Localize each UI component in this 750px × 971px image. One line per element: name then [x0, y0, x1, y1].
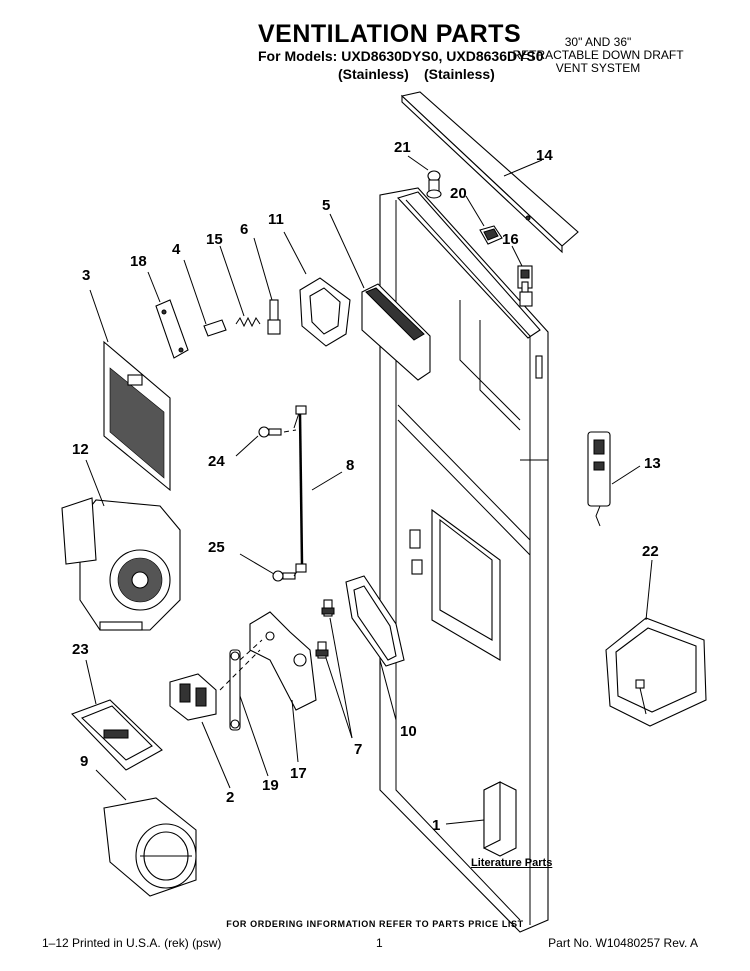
- leader-lines: [85, 155, 653, 825]
- part-7-clips[interactable]: [315, 599, 335, 659]
- callout-2: 2: [226, 789, 234, 806]
- part-24-screw[interactable]: [258, 426, 282, 438]
- system-description: 30" AND 36" RETRACTABLE DOWN DRAFT VENT …: [498, 36, 698, 75]
- callout-7: 7: [354, 741, 362, 758]
- system-line-2: RETRACTABLE DOWN DRAFT: [512, 48, 684, 62]
- callout-20: 20: [450, 185, 467, 202]
- part-number: Part No. W10480257 Rev. A: [548, 936, 698, 950]
- callout-14: 14: [536, 147, 553, 164]
- variant-label-2: (Stainless): [424, 66, 495, 82]
- callout-11: 11: [268, 211, 284, 228]
- literature-parts-label: Literature Parts: [471, 857, 553, 869]
- part-21-knob[interactable]: [426, 170, 442, 199]
- part-4-latch[interactable]: [203, 319, 227, 337]
- callout-5: 5: [322, 197, 330, 214]
- part-18-plate[interactable]: [155, 299, 189, 359]
- part-1-literature[interactable]: [483, 781, 517, 857]
- callout-23: 23: [72, 641, 89, 658]
- part-25-screw[interactable]: [272, 570, 296, 582]
- callout-4: 4: [172, 241, 181, 258]
- variant-label-1: (Stainless): [338, 66, 409, 82]
- part-9-duct-adapter[interactable]: [103, 797, 197, 897]
- callout-16: 16: [502, 231, 519, 248]
- callout-8: 8: [346, 457, 354, 474]
- part-16-switch[interactable]: [517, 265, 533, 293]
- part-20-clip[interactable]: [479, 225, 503, 245]
- part-13-control[interactable]: [587, 431, 611, 527]
- page-number: 1: [376, 936, 383, 950]
- part-22-cover[interactable]: [605, 617, 707, 727]
- part-12-blower[interactable]: [61, 497, 181, 631]
- system-line-3: VENT SYSTEM: [555, 61, 641, 75]
- callout-22: 22: [642, 543, 659, 560]
- callout-3: 3: [82, 267, 90, 284]
- part-11-mount[interactable]: [299, 277, 351, 347]
- print-info: 1–12 Printed in U.S.A. (rek) (psw): [42, 936, 222, 950]
- model-numbers: For Models: UXD8630DYS0, UXD8636DYS0: [258, 48, 544, 64]
- callout-15: 15: [206, 231, 223, 248]
- part-23-housing[interactable]: [71, 699, 163, 771]
- callout-25: 25: [208, 539, 225, 556]
- part-3-filter[interactable]: [103, 340, 171, 492]
- part-14-trim[interactable]: [400, 91, 579, 254]
- callout-13: 13: [644, 455, 661, 472]
- part-6-pin[interactable]: [267, 299, 281, 335]
- system-line-1: 30" AND 36": [564, 35, 632, 49]
- callout-numbers: 21 14 20 5 11 6 16 15 4 18 3 12 24 8 13 …: [72, 139, 661, 834]
- callout-19: 19: [262, 777, 279, 794]
- page-title: VENTILATION PARTS: [258, 20, 522, 48]
- callout-17: 17: [290, 765, 307, 782]
- ordering-note: FOR ORDERING INFORMATION REFER TO PARTS …: [226, 919, 524, 929]
- callout-10: 10: [400, 723, 417, 740]
- part-8-rod[interactable]: [293, 405, 307, 573]
- callout-12: 12: [72, 441, 89, 458]
- part-15-spring[interactable]: [235, 316, 261, 328]
- callout-18: 18: [130, 253, 147, 270]
- callout-24: 24: [208, 453, 225, 470]
- callout-1: 1: [432, 817, 440, 834]
- callout-9: 9: [80, 753, 88, 770]
- part-17-motor-bracket[interactable]: [249, 611, 317, 711]
- vent-chassis-frame: [379, 187, 549, 933]
- part-10-gasket[interactable]: [345, 575, 405, 667]
- part-2-terminal[interactable]: [169, 673, 217, 721]
- part-19-link[interactable]: [229, 649, 241, 731]
- callout-21: 21: [394, 139, 411, 156]
- callout-6: 6: [240, 221, 248, 238]
- part-5-bracket[interactable]: [361, 283, 431, 381]
